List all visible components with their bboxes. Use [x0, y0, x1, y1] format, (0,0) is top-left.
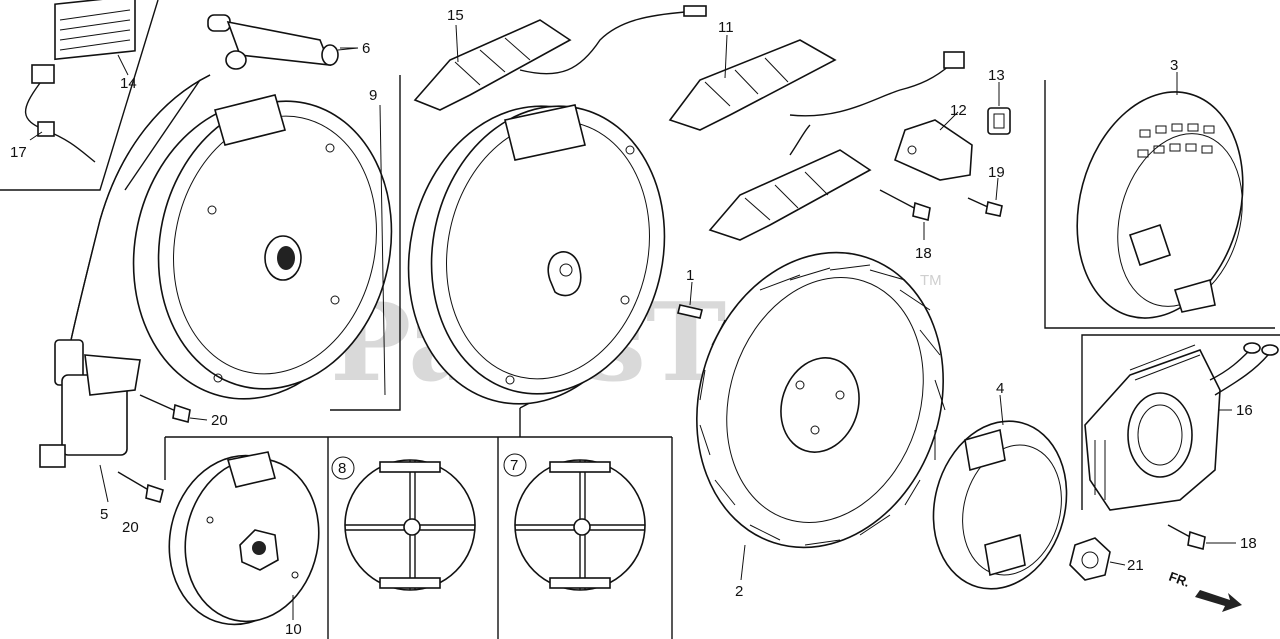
callout-18-upper: 18	[915, 245, 932, 262]
callout-17: 17	[10, 144, 27, 161]
callout-19: 19	[988, 164, 1005, 181]
callout-2: 2	[735, 583, 743, 600]
callout-labels: 1 2 3 4 5 6 7 8 9 10 11 12 13 14 15 16 1…	[10, 7, 1257, 638]
callout-14: 14	[120, 75, 137, 92]
woodruff-key-1	[677, 304, 703, 319]
charge-coil-15	[413, 5, 707, 111]
ignition-coil	[39, 74, 211, 468]
screw-19	[967, 197, 1003, 217]
callout-21: 21	[1127, 557, 1144, 574]
cooling-fan-2	[696, 251, 946, 549]
callout-12: 12	[950, 102, 967, 119]
spark-plug-cap	[207, 14, 359, 70]
callout-9: 9	[369, 87, 377, 104]
rotor-cross-7	[514, 459, 646, 591]
callout-20-lower: 20	[122, 519, 139, 536]
callout-7: 7	[510, 457, 518, 474]
rotor-cross-8	[344, 459, 476, 591]
callout-1: 1	[686, 267, 694, 284]
stator-16	[1084, 342, 1279, 511]
callout-7-circle	[503, 453, 527, 477]
callout-8: 8	[338, 460, 346, 477]
callout-10: 10	[285, 621, 302, 638]
fan-shroud-3	[1076, 91, 1244, 319]
flywheel-10	[168, 451, 320, 626]
callout-5: 5	[100, 506, 108, 523]
flywheel-assembly-variant	[407, 104, 666, 405]
watermark-trademark: TM	[920, 272, 942, 289]
bracket-12	[894, 119, 973, 181]
callout-15: 15	[447, 7, 464, 24]
callout-3: 3	[1170, 57, 1178, 74]
callout-6: 6	[362, 40, 370, 57]
regulator-rectifier	[24, 0, 136, 163]
clip-13	[987, 107, 1011, 135]
callout-20-upper: 20	[211, 412, 228, 429]
bolt-20-lower	[117, 471, 164, 503]
front-direction-indicator: FR.	[1167, 569, 1242, 612]
callout-8-circle	[331, 456, 355, 480]
flywheel-nut-21	[1069, 537, 1111, 581]
fan-cover-4	[932, 420, 1068, 590]
callout-11: 11	[718, 19, 734, 36]
leader-lines	[29, 24, 1236, 620]
callout-16: 16	[1236, 402, 1253, 419]
bolt-20-upper	[139, 394, 191, 423]
front-label: FR.	[1167, 569, 1192, 590]
callout-13: 13	[988, 67, 1005, 84]
callout-4: 4	[996, 380, 1004, 397]
bolt-18-lower	[1167, 524, 1206, 550]
exciter-coil-11	[668, 39, 965, 241]
callout-18-lower: 18	[1240, 535, 1257, 552]
flywheel-assembly-9	[132, 94, 393, 400]
bolt-18-upper	[879, 189, 931, 221]
front-arrow-icon	[1195, 590, 1242, 612]
